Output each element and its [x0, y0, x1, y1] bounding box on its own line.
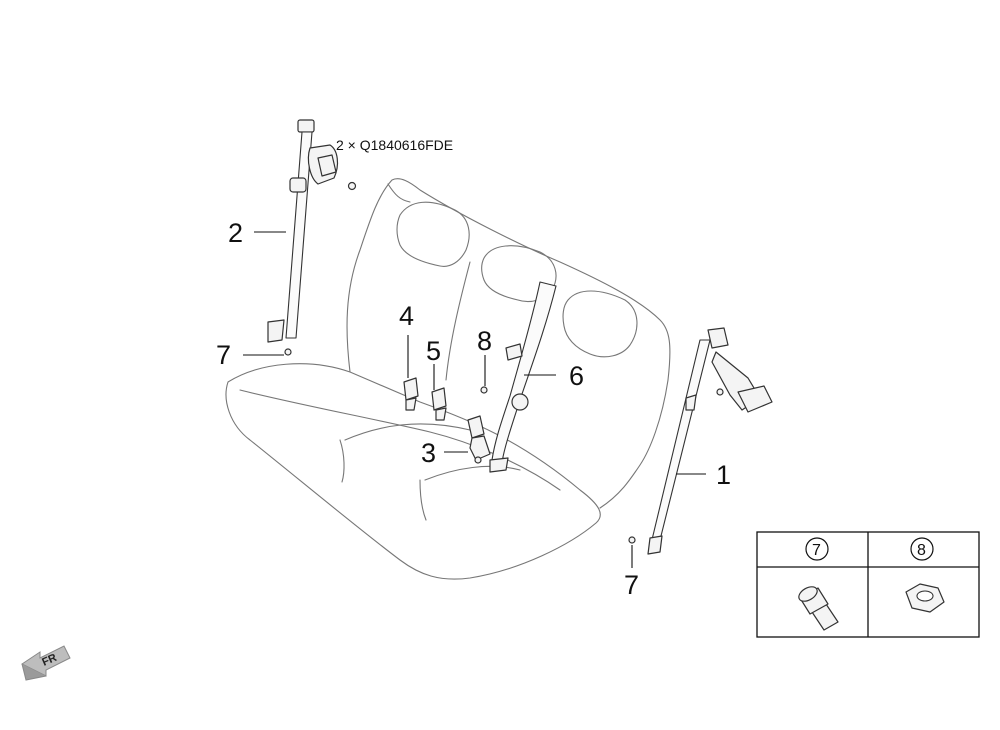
callout-8: 8	[477, 326, 492, 356]
retractor-bolt	[347, 181, 357, 191]
hex-nut-icon	[905, 583, 945, 613]
buckle-4	[403, 377, 419, 411]
right-seat-belt-assembly	[647, 327, 773, 555]
left-seat-belt-assembly	[267, 119, 357, 343]
callout-3: 3	[421, 438, 436, 468]
fastener-legend: 7 8	[756, 531, 980, 638]
flange-bolt-icon	[798, 586, 839, 631]
center-retractor	[511, 393, 529, 411]
seat-cushion	[225, 363, 601, 580]
bolt-7-right	[628, 536, 636, 544]
left-headrest	[396, 201, 470, 267]
bolt-note: 2 × Q1840616FDE	[336, 137, 453, 153]
legend-circle-7	[805, 537, 829, 561]
callout-7-right: 7	[624, 570, 639, 600]
legend-circle-8	[910, 537, 934, 561]
center-seat-belt-assembly	[489, 281, 557, 473]
legend-label-7: 7	[812, 542, 821, 559]
callout-6: 6	[569, 361, 584, 391]
direction-label: FR	[40, 652, 58, 669]
callout-7-left: 7	[216, 340, 231, 370]
callout-5: 5	[426, 336, 441, 366]
callout-4: 4	[399, 301, 414, 331]
buckle-3	[467, 415, 491, 464]
bolt-7-left	[284, 348, 292, 356]
front-direction-arrow: FR	[21, 645, 71, 681]
seat-back	[346, 178, 671, 509]
legend-label-8: 8	[917, 542, 926, 559]
buckle-5	[431, 387, 447, 421]
callout-2: 2	[228, 218, 243, 248]
callout-1: 1	[716, 460, 731, 490]
nut-8	[480, 386, 488, 394]
right-headrest	[562, 290, 638, 358]
